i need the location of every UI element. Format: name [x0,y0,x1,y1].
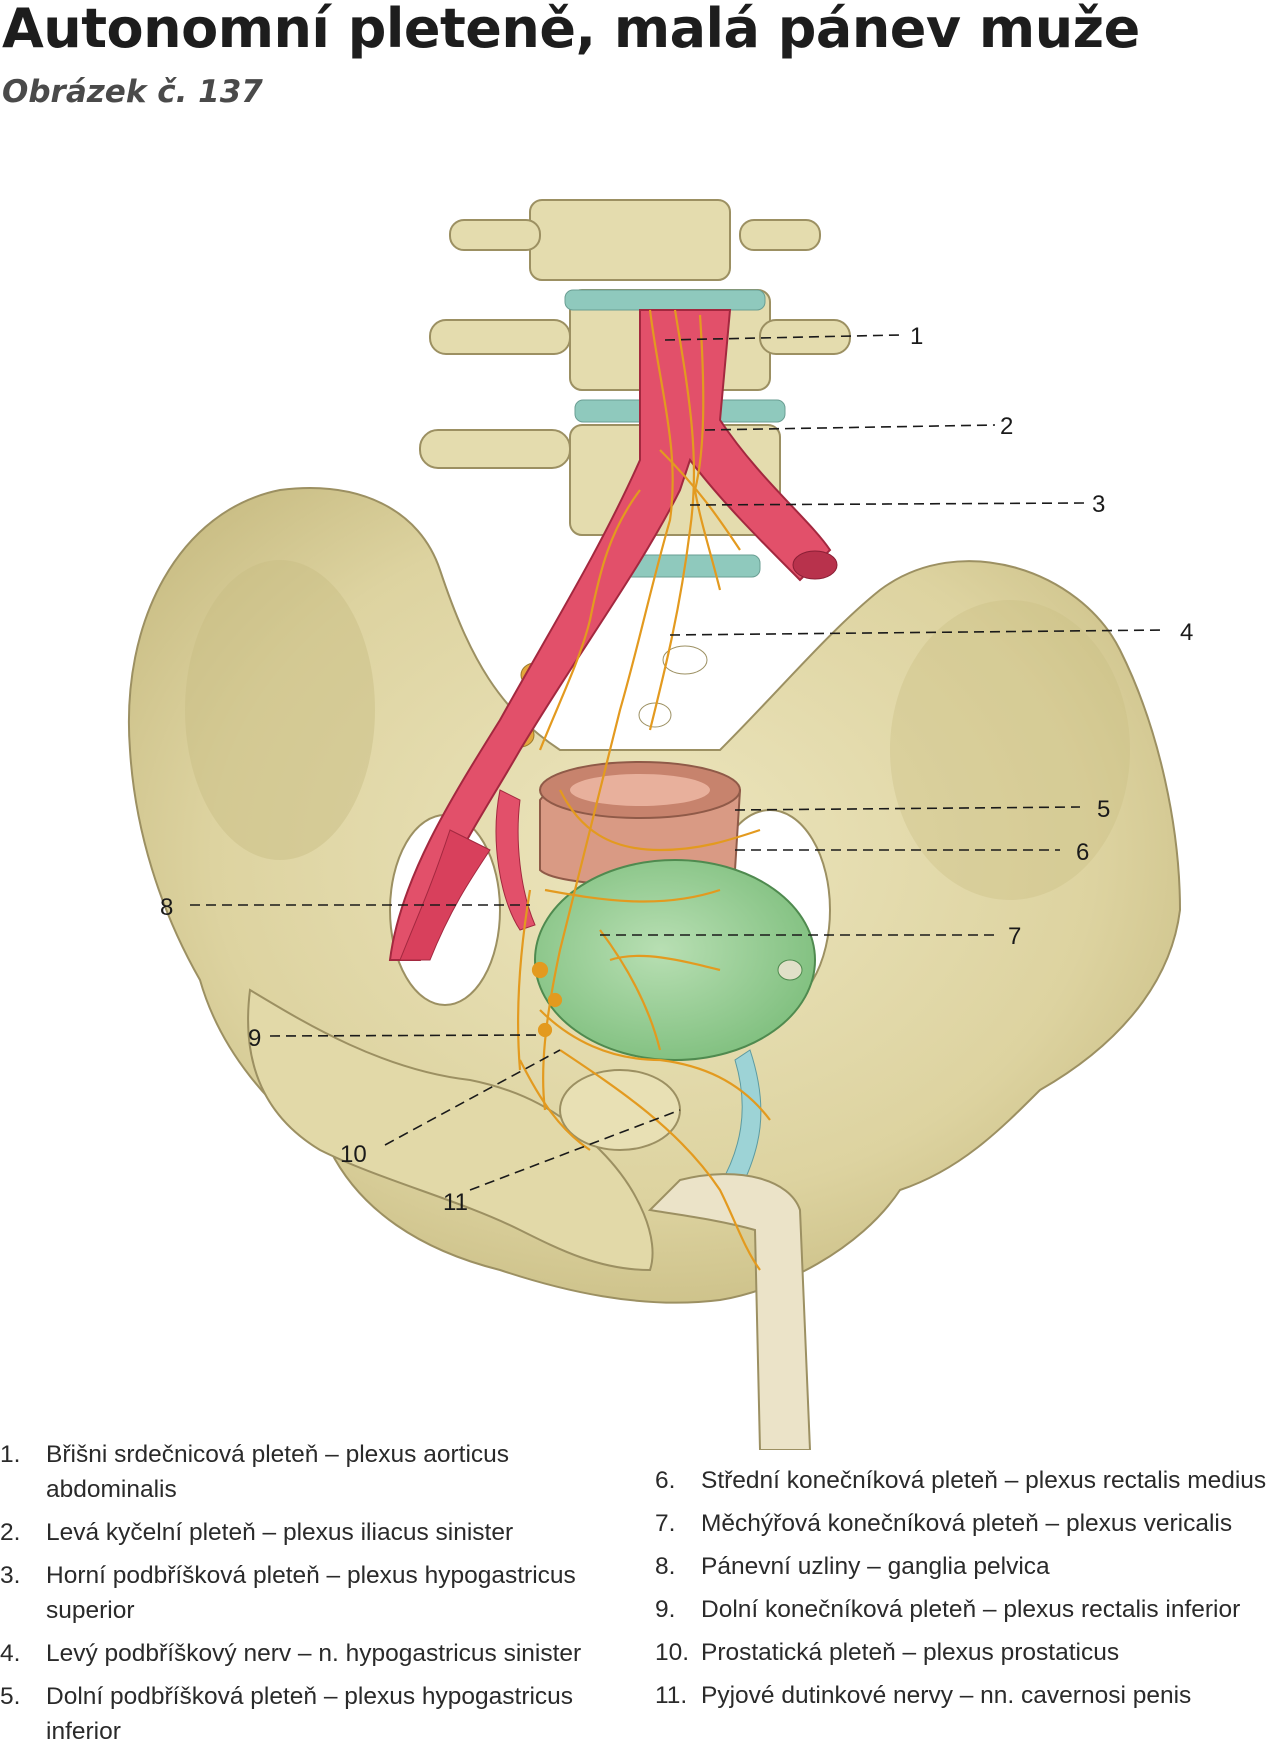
legend-number: 11. [655,1682,688,1709]
legend-item: 8. Pánevní uzliny – ganglia pelvica [655,1549,1275,1584]
legend-right-column: 6. Střední konečníková pleteň – plexus r… [655,1463,1275,1721]
legend-text: Prostatická pleteň – plexus prostaticus [701,1639,1120,1666]
page-title: Autonomní pleteně, malá pánev muže [2,0,1140,60]
legend-number: 8. [655,1553,676,1580]
legend-item: 3. Horní podbříšková pleteň – plexus hyp… [0,1558,625,1628]
legend-item: 6. Střední konečníková pleteň – plexus r… [655,1463,1275,1498]
legend-number: 10. [655,1639,690,1666]
legend-item: 2. Levá kyčelní pleteň – plexus iliacus … [0,1515,625,1550]
callout-6: 6 [1076,839,1089,866]
callout-leader-lines [190,334,1166,1191]
aorta-and-iliac-arteries [388,309,838,961]
anatomy-figure: 1 2 3 4 5 6 7 8 9 10 11 [0,190,1275,1450]
legend-number: 9. [655,1596,676,1623]
callout-7: 7 [1008,923,1021,950]
legend-item: 4. Levý podbříškový nerv – n. hypogastri… [0,1636,625,1671]
legend-text: Břišni srdečnicová pleteň – plexus aorti… [46,1441,510,1503]
legend-text: Pánevní uzliny – ganglia pelvica [701,1553,1050,1580]
penis-root [647,1173,812,1450]
figure-caption: Obrázek č. 137 [2,74,263,110]
callout-labels: 1 2 3 4 5 6 7 8 9 10 11 [160,323,1193,1216]
autonomic-nerve-plexus [516,309,771,1271]
callout-4: 4 [1180,619,1193,646]
legend-number: 4. [0,1640,21,1667]
legend-item: 10. Prostatická pleteň – plexus prostati… [655,1635,1275,1670]
legend-text: Levá kyčelní pleteň – plexus iliacus sin… [46,1519,514,1546]
legend-number: 5. [0,1683,21,1710]
legend-item: 9. Dolní konečníková pleteň – plexus rec… [655,1592,1275,1627]
legend-left-column: 1. Břišni srdečnicová pleteň – plexus ao… [0,1437,625,1757]
legend-text: Měchýřová konečníková pleteň – plexus ve… [701,1510,1233,1537]
rectum [539,761,742,886]
callout-1: 1 [910,323,923,350]
legend-number: 1. [0,1441,21,1468]
legend-item: 5. Dolní podbříšková pleteň – plexus hyp… [0,1679,625,1749]
callout-9: 9 [248,1025,261,1052]
legend-text: Pyjové dutinkové nervy – nn. cavernosi p… [701,1682,1192,1709]
legend-text: Dolní podbříšková pleteň – plexus hypoga… [46,1683,574,1745]
legend-text: Levý podbříškový nerv – n. hypogastricus… [46,1640,582,1667]
legend-text: Dolní konečníková pleteň – plexus rectal… [701,1596,1241,1623]
callout-10: 10 [340,1141,367,1168]
legend-number: 6. [655,1467,676,1494]
callout-3: 3 [1092,491,1105,518]
callout-11: 11 [443,1189,468,1216]
callout-2: 2 [1000,413,1013,440]
legend-number: 7. [655,1510,676,1537]
legend-item: 11. Pyjové dutinkové nervy – nn. caverno… [655,1678,1275,1713]
legend-item: 7. Měchýřová konečníková pleteň – plexus… [655,1506,1275,1541]
legend-number: 3. [0,1562,21,1589]
callout-8: 8 [160,894,173,921]
legend-text: Střední konečníková pleteň – plexus rect… [701,1467,1267,1494]
callout-5: 5 [1097,796,1110,823]
legend-number: 2. [0,1519,21,1546]
legend-text: Horní podbříšková pleteň – plexus hypoga… [46,1562,576,1624]
legend-item: 1. Břišni srdečnicová pleteň – plexus ao… [0,1437,625,1507]
